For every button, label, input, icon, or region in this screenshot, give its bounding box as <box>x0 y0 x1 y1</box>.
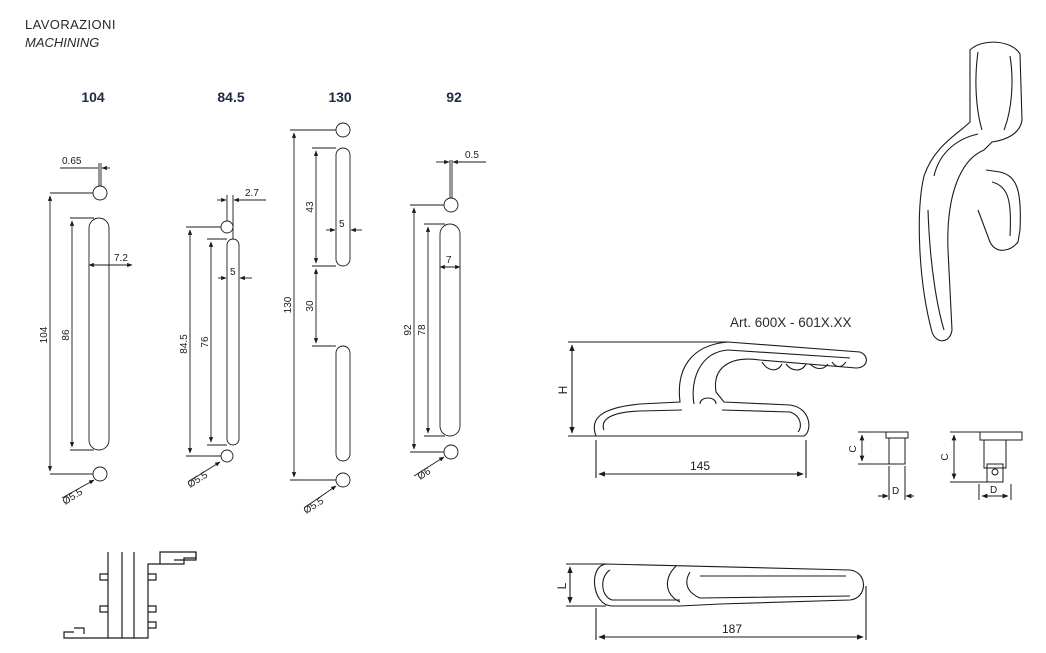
dim-d-label-1: D <box>892 486 899 497</box>
dim-width-4: 7 <box>446 255 452 266</box>
dim-c-label-1: C <box>848 445 859 452</box>
handle-side-view <box>568 341 867 478</box>
upper-hole <box>443 197 459 213</box>
dim-slot-top-3: 43 <box>305 201 316 213</box>
spindle-detail-2 <box>950 431 1023 500</box>
dim-total-4: 92 <box>403 324 414 336</box>
slot <box>439 223 461 437</box>
spindle-detail-1 <box>858 431 914 500</box>
dim-hole-4: Ø6 <box>416 466 434 483</box>
dim-length-side: 145 <box>690 459 710 473</box>
dim-width-label: L <box>555 582 569 589</box>
upper-hole <box>335 122 351 138</box>
machining-drawing-130 <box>290 122 362 509</box>
section-title: LAVORAZIONI <box>25 17 116 32</box>
slot <box>88 217 110 451</box>
dim-height-label: H <box>556 386 570 395</box>
column-title-2: 84.5 <box>217 89 245 105</box>
dim-slot-2: 76 <box>200 336 211 348</box>
dim-hole-1: Ø5.5 <box>61 486 86 507</box>
upper-slot <box>335 147 351 267</box>
dim-slot-1: 86 <box>61 329 72 341</box>
dim-offset-1: 0.65 <box>62 156 82 167</box>
dim-width-3: 5 <box>339 219 345 230</box>
dim-width-1: 7.2 <box>114 253 128 264</box>
dim-slot-4: 78 <box>417 324 428 336</box>
profile-section <box>63 551 197 639</box>
dim-hole-3: Ø5.5 <box>302 495 327 516</box>
dim-width-2: 5 <box>230 267 236 278</box>
dim-total-1: 104 <box>39 326 50 343</box>
column-title-4: 92 <box>446 89 462 105</box>
machining-drawing-84-5 <box>186 195 266 483</box>
dim-total-2: 84.5 <box>179 334 190 354</box>
lower-slot <box>335 345 351 462</box>
article-code: Art. 600X - 601X.XX <box>730 315 852 330</box>
upper-hole <box>220 220 234 234</box>
lower-hole <box>335 472 351 488</box>
lower-hole <box>220 449 234 463</box>
dim-total-3: 130 <box>283 296 294 313</box>
dim-offset-4: 0.5 <box>465 150 479 161</box>
lower-hole <box>443 444 459 460</box>
handle-3d-view <box>918 41 1023 342</box>
handle-top-view <box>566 563 867 640</box>
column-title-3: 130 <box>328 89 352 105</box>
upper-hole <box>92 185 108 201</box>
column-title-1: 104 <box>81 89 105 105</box>
header: LAVORAZIONI MACHINING <box>25 16 116 52</box>
dim-d-label-2: D <box>990 485 997 496</box>
dim-offset-2: 2.7 <box>245 188 259 199</box>
machining-drawing-104 <box>47 163 133 499</box>
lower-hole <box>92 466 108 482</box>
machining-drawing-92 <box>410 159 486 477</box>
dim-c-label-2: C <box>940 453 951 460</box>
dim-hole-2: Ø5.5 <box>186 469 211 490</box>
dim-gap-3: 30 <box>305 300 316 312</box>
section-subtitle: MACHINING <box>25 35 100 50</box>
dim-length-top: 187 <box>722 622 742 636</box>
